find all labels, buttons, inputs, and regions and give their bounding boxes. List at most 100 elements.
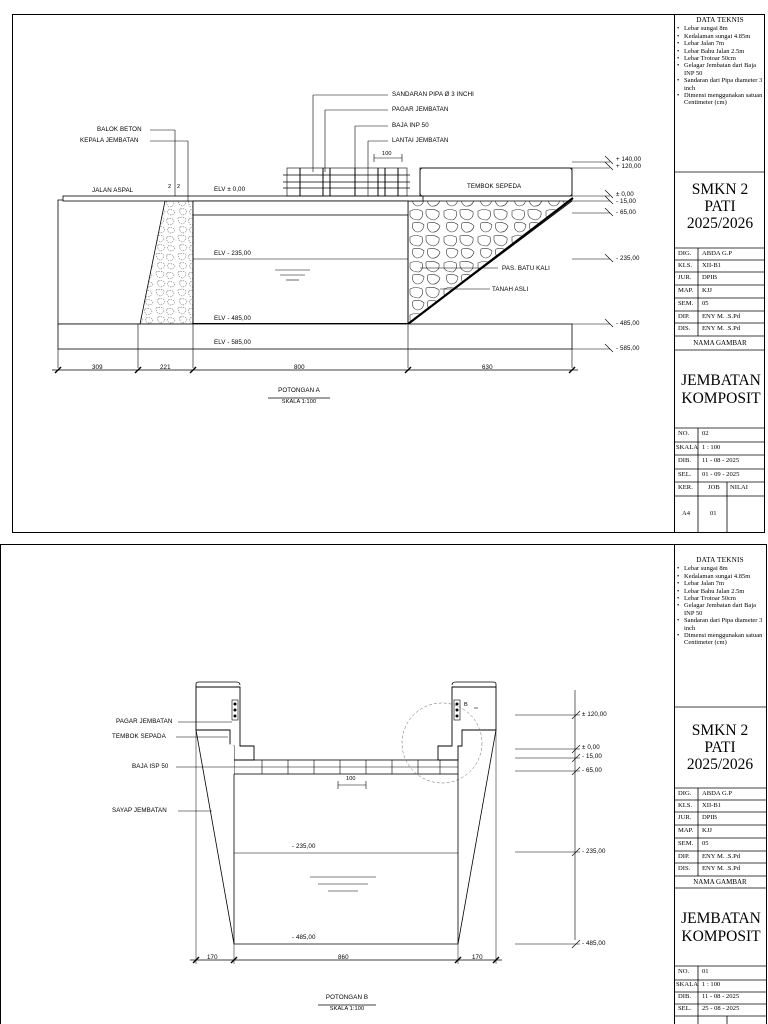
- level-label: - 235,00: [582, 848, 606, 855]
- label-baja: BAJA ISP 50: [132, 763, 169, 770]
- technical-data-item: Lebar Bahu Jalan 2.5m: [677, 588, 764, 596]
- technical-data-item: Lebar Bahu Jalan 2.5m: [677, 48, 764, 56]
- level-label: + 140,00: [616, 156, 642, 163]
- level-label: + 120,00: [616, 163, 642, 170]
- school-line: PATI: [704, 739, 736, 756]
- elevation-label: - 485,00: [292, 934, 316, 941]
- elevation-label: ELV - 585,00: [214, 339, 251, 346]
- technical-data-item: Dimensi menggunakan satuan Centimeter (c…: [677, 92, 764, 107]
- info-key: MAP.: [678, 827, 694, 834]
- info-value: ENY M. .S.Pd: [702, 853, 741, 860]
- info-value: 25 - 08 - 2025: [702, 1005, 740, 1012]
- level-label: - 585,00: [616, 345, 640, 352]
- technical-data-item: Gelagar Jembatan dari Baja INP 50: [677, 62, 764, 77]
- level-label: - 235,00: [616, 255, 640, 262]
- info-value: DPIB: [702, 814, 718, 821]
- info-value: KJJ: [702, 287, 712, 294]
- section-scale: SKALA 1:100: [281, 399, 317, 405]
- level-label: - 65,00: [582, 767, 602, 774]
- technical-data-item: Sandaran dari Pipa diameter 3 inch: [677, 77, 764, 92]
- info-value: ABDA G.P: [702, 790, 733, 797]
- technical-data-panel: DATA TEKNIS Lebar sungai 8m Kedalaman su…: [676, 14, 764, 107]
- drawing-title-line: KOMPOSIT: [681, 390, 761, 407]
- job-label: JOB: [708, 484, 720, 491]
- label-jalan: JALAN ASPAL: [92, 187, 134, 194]
- info-key: DIS.: [678, 325, 691, 332]
- info-value: 1 : 100: [702, 981, 721, 988]
- info-key: DIB.: [678, 457, 692, 464]
- info-key: MAP.: [678, 287, 694, 294]
- info-value: XII-B1: [702, 262, 722, 269]
- label-pagar: PAGAR JEMBATAN: [392, 106, 449, 113]
- technical-data-item: Kedalaman sungai 4.85m: [677, 33, 764, 41]
- technical-data-list: Lebar sungai 8m Kedalaman sungai 4.85m L…: [676, 25, 764, 106]
- elevation-label: ELV ± 0,00: [214, 186, 246, 193]
- elevation-label: - 235,00: [292, 843, 316, 850]
- info-key: SEM.: [678, 840, 694, 847]
- info-key: NO.: [678, 430, 690, 437]
- info-key: DIS.: [678, 865, 691, 872]
- job-number: 01: [710, 510, 717, 517]
- technical-data-item: Lebar Jalan 7m: [677, 40, 764, 48]
- school-name: SMKN 2 PATI 2025/2026: [676, 722, 764, 773]
- info-key: DIB.: [678, 993, 692, 1000]
- dimension-label: 170: [207, 954, 218, 961]
- info-key: KLS.: [678, 262, 693, 269]
- section-title: POTONGAN B: [325, 994, 369, 1001]
- school-line: SMKN 2: [691, 181, 749, 198]
- label-baja: BAJA INP 50: [392, 122, 429, 129]
- info-value: 05: [702, 300, 709, 307]
- info-value: 01 - 09 - 2025: [702, 471, 740, 478]
- level-label: - 15,00: [616, 198, 636, 205]
- level-label: ± 120,00: [582, 711, 607, 718]
- info-value: 11 - 08 - 2025: [702, 993, 740, 1000]
- info-key: DIG.: [678, 790, 692, 797]
- label-balok: BALOK BETON: [97, 126, 142, 133]
- dimension-label: 221: [160, 364, 171, 371]
- info-value: 01: [702, 968, 709, 975]
- dimension-label: 630: [482, 364, 493, 371]
- sheet-potongan-b: DATA TEKNIS Lebar sungai 8m Kedalaman su…: [0, 540, 768, 1024]
- info-key: SKALA: [676, 981, 698, 988]
- level-label: ± 0,00: [616, 191, 634, 198]
- detail-marker-b: B: [464, 702, 468, 708]
- section-scale: SKALA 1:100: [329, 1006, 365, 1012]
- info-key: JUR.: [678, 814, 692, 821]
- drawing-potongan-b: [0, 544, 767, 1024]
- level-label: - 65,00: [616, 209, 636, 216]
- info-key: SKALA: [676, 444, 698, 451]
- technical-data-item: Lebar Trotoar 50cm: [677, 595, 764, 603]
- drawing-potongan-a: [12, 14, 765, 533]
- sheet-potongan-a: DATA TEKNIS Lebar sungai 8m Kedalaman su…: [0, 0, 768, 540]
- elevation-label: ELV - 235,00: [214, 250, 251, 257]
- info-key: DIP.: [678, 853, 690, 860]
- level-label: - 485,00: [582, 940, 606, 947]
- info-value: ENY M. .S.Pd: [702, 865, 741, 872]
- label-lantai: LANTAI JEMBATAN: [392, 137, 449, 144]
- label-pagar: PAGAR JEMBATAN: [116, 718, 173, 725]
- label-tanah: TANAH ASLI: [492, 286, 529, 293]
- info-value: 1 : 100: [702, 444, 721, 451]
- technical-data-item: Lebar sungai 8m: [677, 25, 764, 33]
- level-label: - 15,00: [582, 753, 602, 760]
- technical-data-item: Dimensi menggunakan satuan Centimeter (c…: [677, 632, 764, 647]
- school-year: 2025/2026: [686, 215, 754, 232]
- school-line: SMKN 2: [691, 722, 749, 739]
- drawing-title-line: JEMBATAN: [681, 910, 761, 927]
- info-table: DIG.ABDA G.P KLS.XII-B1 JUR.DPIB MAP.KJJ…: [676, 248, 764, 338]
- technical-data-list: Lebar sungai 8m Kedalaman sungai 4.85m L…: [676, 565, 764, 646]
- dimension-label: 860: [338, 954, 349, 961]
- info-value: KJJ: [702, 827, 712, 834]
- level-label: ± 0,00: [582, 744, 600, 751]
- dimension-100: 100: [382, 151, 392, 157]
- dimension-label: 309: [92, 364, 103, 371]
- info-value: ENY M. .S.Pd: [702, 325, 741, 332]
- info-value: XII-B1: [702, 802, 722, 809]
- dimension-label: 800: [294, 364, 305, 371]
- section-title: POTONGAN A: [278, 387, 320, 394]
- info-key: KLS.: [678, 802, 693, 809]
- label-tembok: TEMBOK SEPEDA: [467, 183, 522, 190]
- technical-data-item: Lebar Trotoar 50cm: [677, 55, 764, 63]
